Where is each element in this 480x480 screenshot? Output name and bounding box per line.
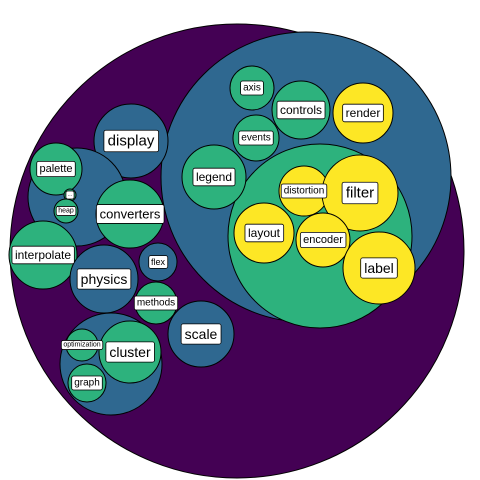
node-label-box [36,160,76,178]
circles-layer [8,23,465,479]
node-label-box [360,257,398,279]
node-label-text: scale [185,326,218,342]
node-label-box [280,183,328,199]
node-label-box [95,204,165,224]
labels-layer: axis controls render events legend distortion… [11,80,398,391]
node-label-box [55,206,77,216]
node-label-text: flex [151,257,166,267]
node-label-text: converters [100,207,161,222]
node-label-text: events [241,133,270,144]
node-label-n-label: label [360,257,398,279]
node-label-box [341,181,379,205]
node-label-n-graph: graph [71,375,103,391]
node-label-box [65,190,75,200]
node-label-box [105,341,155,363]
node-label-box [103,129,159,153]
node-label-box [71,375,103,391]
node-label-text: controls [280,103,322,117]
node-label-box [342,103,384,123]
node-label-text: encoder [303,234,343,246]
node-label-n-methods: methods [133,295,179,311]
node-label-n-distortion: distortion [280,183,328,199]
node-label-box [244,223,285,243]
node-label-text: heap [58,208,74,215]
node-label-n-scale: scale [180,323,222,345]
node-label-box [180,323,222,345]
node-label-box [238,130,274,146]
node-label-n-render: render [342,103,384,123]
node-label-n-flex: flex [148,255,169,269]
node-label-n-display: display [103,129,159,153]
node-label-n-converters: converters [95,204,165,224]
node-label-box [60,340,104,350]
node-label-box [240,80,264,96]
node-label-n-heap: heap [55,206,77,216]
node-label-text: optimization [63,342,100,349]
node-label-n-interpolate: interpolate [11,245,75,265]
node-label-n-filter: filter [341,181,379,205]
node-label-n-controls: controls [276,100,326,120]
node-label-text: display [108,133,155,150]
node-label-text: graph [74,378,100,389]
node-label-text: interpolate [15,248,71,262]
node-label-box [276,100,326,120]
node-label-text: physics [81,271,128,287]
node-label-text: render [346,106,381,120]
node-label-text: cluster [109,344,151,360]
node-label-n-physics: physics [76,268,132,290]
node-label-text: ... [68,192,72,198]
node-label-n-optimization: optimization [60,340,104,350]
node-label-text: axis [243,83,261,94]
node-label-n-encoder: encoder [299,231,347,249]
node-label-box [148,255,169,269]
node-label-text: palette [39,163,72,175]
node-label-n-palette: palette [36,160,76,178]
node-label-box [192,167,236,187]
node-label-n-events: events [238,130,274,146]
node-label-n-axis: axis [240,80,264,96]
node-label-n-legend: legend [192,167,236,187]
node-label-text: legend [196,170,232,184]
node-label-box [76,268,132,290]
node-label-text: methods [137,298,175,309]
node-label-text: label [364,260,394,276]
node-label-box [299,231,347,249]
node-label-text: layout [248,226,281,240]
node-label-n-ellipsis: ... [65,190,75,200]
node-label-n-layout: layout [244,223,285,243]
node-label-box [133,295,179,311]
node-label-n-cluster: cluster [105,341,155,363]
node-label-box [11,245,75,265]
node-label-text: filter [346,185,374,202]
node-label-text: distortion [284,186,325,197]
